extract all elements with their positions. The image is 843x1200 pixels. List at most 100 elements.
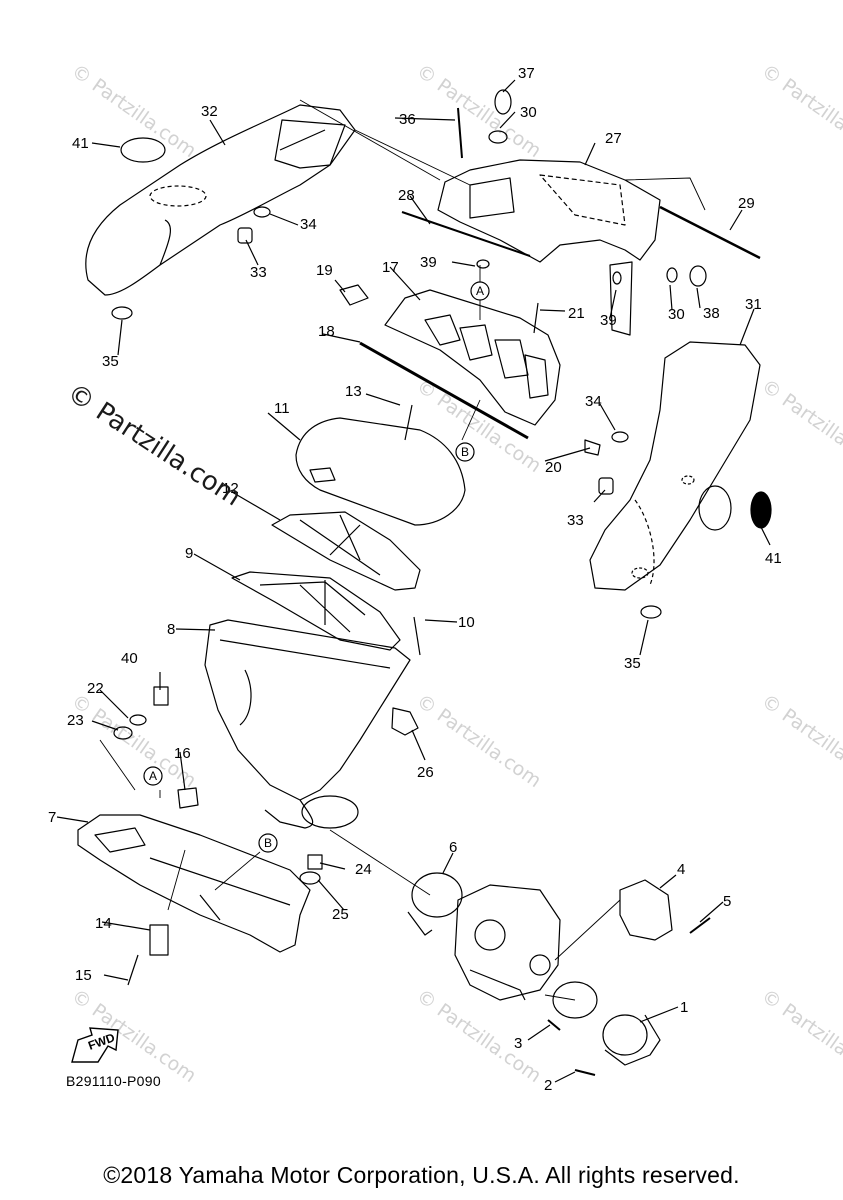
callout-30b: 30 [668,306,685,323]
strip-29-part [659,205,761,260]
callout-18: 18 [318,323,335,340]
callout-10: 10 [458,614,475,631]
callout-20: 20 [545,459,562,476]
elbow-26-part [391,707,419,736]
callout-17: 17 [382,259,399,276]
rivet-36-part [457,107,463,159]
bolt-40-part [153,686,169,706]
collar-33b-part [598,477,614,495]
callout-3: 3 [514,1035,522,1052]
diagram-code: B291110-P090 [66,1073,161,1089]
callout-22: 22 [87,680,104,697]
callout-30: 30 [520,104,537,121]
callout-27: 27 [605,130,622,147]
intake-joint-1-part [602,1014,661,1066]
throttle-body-part [454,884,561,1001]
emblem-left-part [120,137,166,163]
clip-16-part [177,787,199,809]
filter-frame-part [231,571,401,651]
washer-39b-part [612,271,622,285]
callout-40: 40 [121,650,138,667]
screw-20-part [584,439,601,456]
callout-41: 41 [72,135,89,152]
screw-3-part [547,1019,561,1031]
callout-39b: 39 [600,312,617,329]
upper-duct-cover-part [437,159,661,336]
washer-30-part [488,130,508,144]
collar-33-part [237,227,253,244]
filter-cover-part [295,417,466,526]
right-scoop-cover-part [589,341,761,591]
callout-14: 14 [95,915,112,932]
grommet-35-part [111,306,133,320]
ref-marker-b-lower: B [258,833,278,853]
callout-13: 13 [345,383,362,400]
sensor-14-part [149,924,169,956]
airbox-base-part [77,814,311,953]
callout-33: 33 [250,264,267,281]
strip-28-part [401,211,531,257]
seal-strip-18-part [359,341,529,440]
grommet-23-part [113,726,133,740]
grommet-34b-part [611,431,629,443]
svg-text:B: B [461,445,469,459]
callout-35b: 35 [624,655,641,672]
left-scoop-cover-part [85,104,356,296]
callout-7: 7 [48,809,56,826]
callout-11: 11 [274,400,290,417]
clip-19-part [339,284,369,306]
copyright-notice: ©2018 Yamaha Motor Corporation, U.S.A. A… [103,1162,740,1188]
callout-9: 9 [185,545,193,562]
callout-16: 16 [174,745,191,762]
callout-34b: 34 [585,393,602,410]
callout-8: 8 [167,621,175,638]
callout-6: 6 [449,839,457,856]
grommet-34-part [253,206,271,218]
callout-32: 32 [201,103,218,120]
fastener-38-part [689,265,707,287]
collar-24-part [307,854,323,870]
hose-clamp-6-part [407,872,463,936]
callout-24: 24 [355,861,372,878]
washer-30b-part [666,267,678,283]
airbox-part [204,619,411,829]
callout-38: 38 [703,305,720,322]
callout-25: 25 [332,906,349,923]
screw-10-part [413,616,421,656]
emblem-right-part [698,485,772,531]
callout-39: 39 [420,254,437,271]
callout-33b: 33 [567,512,584,529]
part-callouts: 1 2 3 4 5 6 7 8 9 10 11 12 13 14 15 16 1… [48,65,782,1094]
svg-text:A: A [149,769,157,783]
screw-15-part [127,954,139,986]
callout-35: 35 [102,353,119,370]
ref-marker-a-upper: A [470,281,490,301]
bolt-2-part [574,1069,596,1076]
collar-22-part [129,714,147,726]
callout-15: 15 [75,967,92,984]
callout-36: 36 [399,111,416,128]
callout-41b: 41 [765,550,782,567]
washer-39-part [476,259,490,269]
callout-19: 19 [316,262,333,279]
svg-text:B: B [264,836,272,850]
callout-2: 2 [544,1077,552,1094]
airbox-lid-part [384,289,561,426]
callout-12: 12 [222,480,239,497]
fastener-37-part [494,89,512,115]
callout-26: 26 [417,764,434,781]
callout-34: 34 [300,216,317,233]
screw-21-part [533,302,539,334]
callout-31: 31 [745,296,762,313]
ref-marker-b-upper: B [455,442,475,462]
fwd-arrow-icon: FWD [71,1027,119,1063]
callout-1: 1 [680,999,688,1016]
bolt-13-part [404,404,413,441]
grommet-25-part [299,871,321,885]
callout-37: 37 [518,65,535,82]
bolt-5-part [689,917,711,934]
callout-28: 28 [398,187,415,204]
filter-element-part [271,511,421,591]
ref-marker-a-lower: A [143,766,163,786]
